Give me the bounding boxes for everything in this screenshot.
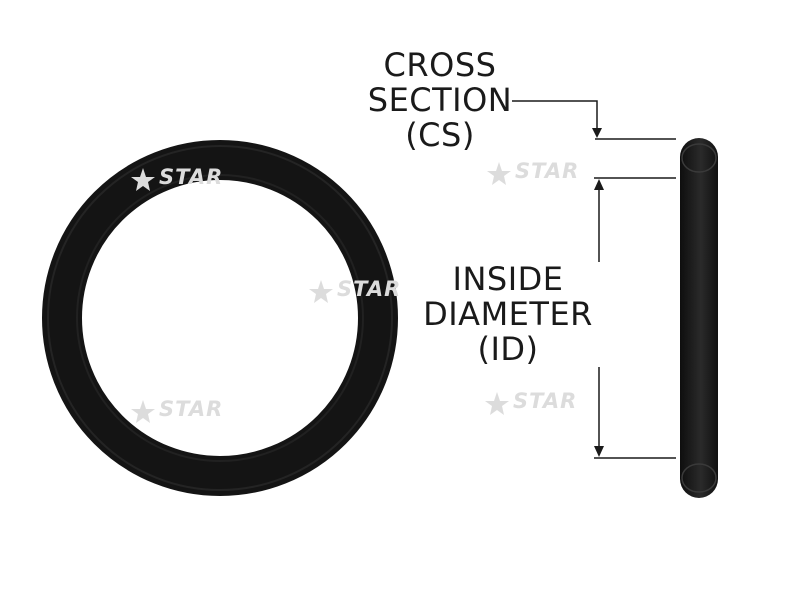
watermark-text: STAR [513, 389, 577, 413]
o-ring-front-view [42, 140, 398, 496]
star-watermark: STAR [485, 389, 577, 415]
star-icon [487, 162, 511, 185]
cs-leader-line [512, 100, 598, 132]
id-arrowhead-top [594, 179, 604, 190]
star-watermark: STAR [131, 397, 223, 423]
inside-diameter-dimension [594, 177, 676, 459]
inside-diameter-label-line: INSIDE [452, 260, 564, 298]
o-ring-side-view [680, 138, 718, 498]
watermark-text: STAR [337, 277, 401, 301]
side-profile-top-edge [681, 143, 717, 173]
side-profile-bottom-edge [681, 463, 717, 493]
cross-section-label-line: (CS) [405, 116, 475, 154]
watermarks: STAR STAR STAR STAR STAR [131, 159, 579, 423]
star-watermark: STAR [131, 165, 223, 191]
o-ring-inner-highlight [76, 174, 364, 462]
o-ring-outer-highlight [47, 145, 393, 491]
watermark-text: STAR [515, 159, 579, 183]
inside-diameter-label-line: DIAMETER [423, 295, 593, 333]
star-watermark: STAR [487, 159, 579, 185]
inside-diameter-label: INSIDE DIAMETER (ID) [410, 262, 606, 367]
watermark-text: STAR [159, 165, 223, 189]
star-icon [131, 400, 155, 423]
star-icon [485, 392, 509, 415]
star-watermark: STAR [309, 277, 401, 303]
cs-leader-arrowhead [592, 128, 602, 138]
cross-section-label-line: SECTION [367, 81, 513, 119]
inside-diameter-label-line: (ID) [477, 330, 539, 368]
cross-section-label-line: CROSS [383, 46, 497, 84]
cross-section-label: CROSS SECTION (CS) [355, 48, 525, 153]
o-ring-body [42, 140, 398, 496]
watermark-text: STAR [159, 397, 223, 421]
o-ring-side-profile [680, 138, 718, 498]
star-icon [131, 168, 155, 191]
star-icon [309, 280, 333, 303]
id-arrowhead-bottom [594, 446, 604, 457]
cross-section-leader [512, 100, 676, 140]
